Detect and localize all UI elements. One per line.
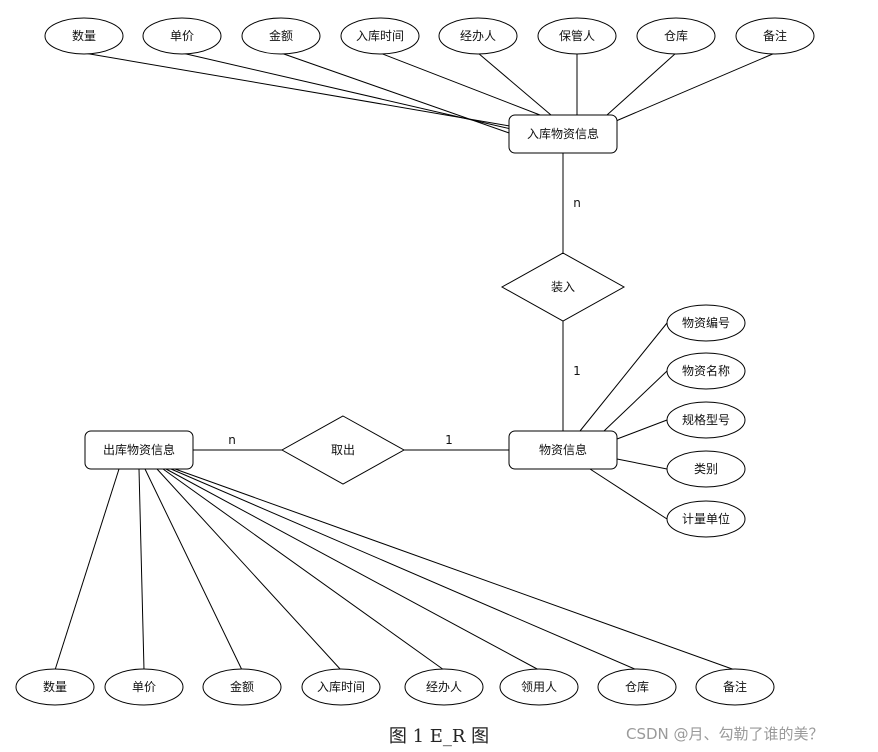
attr-in-goods-2-label: 金额 — [269, 28, 293, 43]
attr-goods-2-label: 规格型号 — [682, 412, 730, 427]
attr-in-goods-0 — [44, 17, 124, 55]
cardinality-take-out-1: 1 — [445, 433, 453, 447]
edge-goods-attr-1 — [603, 370, 668, 432]
entity-in-goods-label: 入库物资信息 — [527, 126, 599, 141]
attr-out-goods-3-label: 入库时间 — [317, 679, 365, 694]
attr-in-goods-7-label: 备注 — [763, 28, 787, 43]
entity-in-goods-box — [508, 114, 618, 154]
attr-out-goods-0-label: 数量 — [43, 679, 67, 694]
attr-goods-0 — [666, 304, 746, 342]
attr-out-goods-6-label: 仓库 — [625, 679, 649, 694]
attr-out-goods-1 — [104, 668, 184, 706]
attr-out-goods-5-label: 领用人 — [521, 680, 557, 694]
edge-out-goods-attr-4 — [162, 468, 445, 671]
edge-out-goods-attr-5 — [165, 468, 540, 671]
attr-out-goods-4-label: 经办人 — [426, 679, 462, 694]
attr-goods-0-label: 物资编号 — [682, 315, 730, 330]
edge-in-goods-attr-7 — [615, 52, 776, 122]
attr-goods-2 — [666, 401, 746, 439]
attr-in-goods-0-label: 数量 — [72, 28, 96, 43]
attr-out-goods-2 — [202, 668, 282, 706]
attr-goods-1 — [666, 352, 746, 390]
attr-out-goods-6 — [597, 668, 677, 706]
attr-in-goods-4-label: 经办人 — [460, 28, 496, 43]
edge-in-goods-attr-4 — [477, 52, 552, 116]
figure-caption: 图 1 E_R 图 — [388, 726, 490, 747]
attr-goods-4-label: 计量单位 — [682, 511, 730, 526]
relationship-load-in-label: 装入 — [551, 280, 575, 294]
attr-goods-1-label: 物资名称 — [682, 363, 730, 378]
attr-out-goods-5 — [499, 668, 579, 706]
attr-in-goods-1-label: 单价 — [170, 29, 194, 43]
edge-goods-attr-3 — [616, 458, 668, 470]
attr-in-goods-3-label: 入库时间 — [356, 28, 404, 43]
attr-goods-4 — [666, 500, 746, 538]
edge-out-goods-attr-7 — [174, 468, 736, 671]
attr-out-goods-7-label: 备注 — [723, 679, 747, 694]
attr-out-goods-3 — [301, 668, 381, 706]
attr-goods-3 — [666, 450, 746, 488]
edge-in-goods-attr-0 — [83, 52, 511, 127]
edge-in-goods-attr-6 — [606, 52, 677, 116]
attr-goods-3-label: 类别 — [694, 462, 718, 476]
attr-in-goods-5 — [537, 17, 617, 55]
edge-in-goods-attr-2 — [280, 52, 513, 135]
entity-out-goods-label: 出库物资信息 — [103, 442, 175, 457]
entity-out-goods-box — [84, 430, 194, 470]
edge-out-goods-attr-3 — [156, 468, 342, 671]
edge-out-goods-attr-6 — [170, 468, 638, 671]
attr-in-goods-6 — [636, 17, 716, 55]
attr-out-goods-0 — [15, 668, 95, 706]
edge-out-goods-attr-2 — [144, 468, 243, 671]
cardinality-load-in-n: n — [573, 196, 581, 210]
edge-in-goods-attr-3 — [379, 52, 541, 116]
edge-in-goods-attr-1 — [181, 52, 512, 130]
relationship-take-out — [280, 415, 406, 485]
edge-goods-attr-2 — [616, 419, 668, 440]
attr-in-goods-1 — [142, 17, 222, 55]
edge-out-goods-attr-1 — [138, 468, 145, 671]
attr-in-goods-5-label: 保管人 — [559, 28, 595, 43]
edge-out-goods-attr-0 — [54, 468, 120, 671]
attr-in-goods-2 — [241, 17, 321, 55]
entity-goods-label: 物资信息 — [539, 442, 587, 457]
attr-out-goods-7 — [695, 668, 775, 706]
cardinality-take-out-n: n — [228, 433, 236, 447]
attr-out-goods-1-label: 单价 — [132, 680, 156, 694]
entity-goods-box — [508, 430, 618, 470]
attr-out-goods-4 — [404, 668, 484, 706]
csdn-watermark: CSDN @月、勾勒了谁的美？ — [626, 725, 824, 743]
edge-goods-attr-4 — [589, 468, 668, 520]
cardinality-load-in-1: 1 — [573, 364, 581, 378]
edge-goods-attr-0 — [579, 322, 668, 432]
attr-in-goods-3 — [340, 17, 420, 55]
relationship-load-in — [500, 252, 626, 322]
attr-in-goods-6-label: 仓库 — [664, 28, 688, 43]
attr-in-goods-7 — [735, 17, 815, 55]
attr-out-goods-2-label: 金额 — [230, 679, 254, 694]
relationship-take-out-label: 取出 — [331, 443, 355, 457]
attr-in-goods-4 — [438, 17, 518, 55]
